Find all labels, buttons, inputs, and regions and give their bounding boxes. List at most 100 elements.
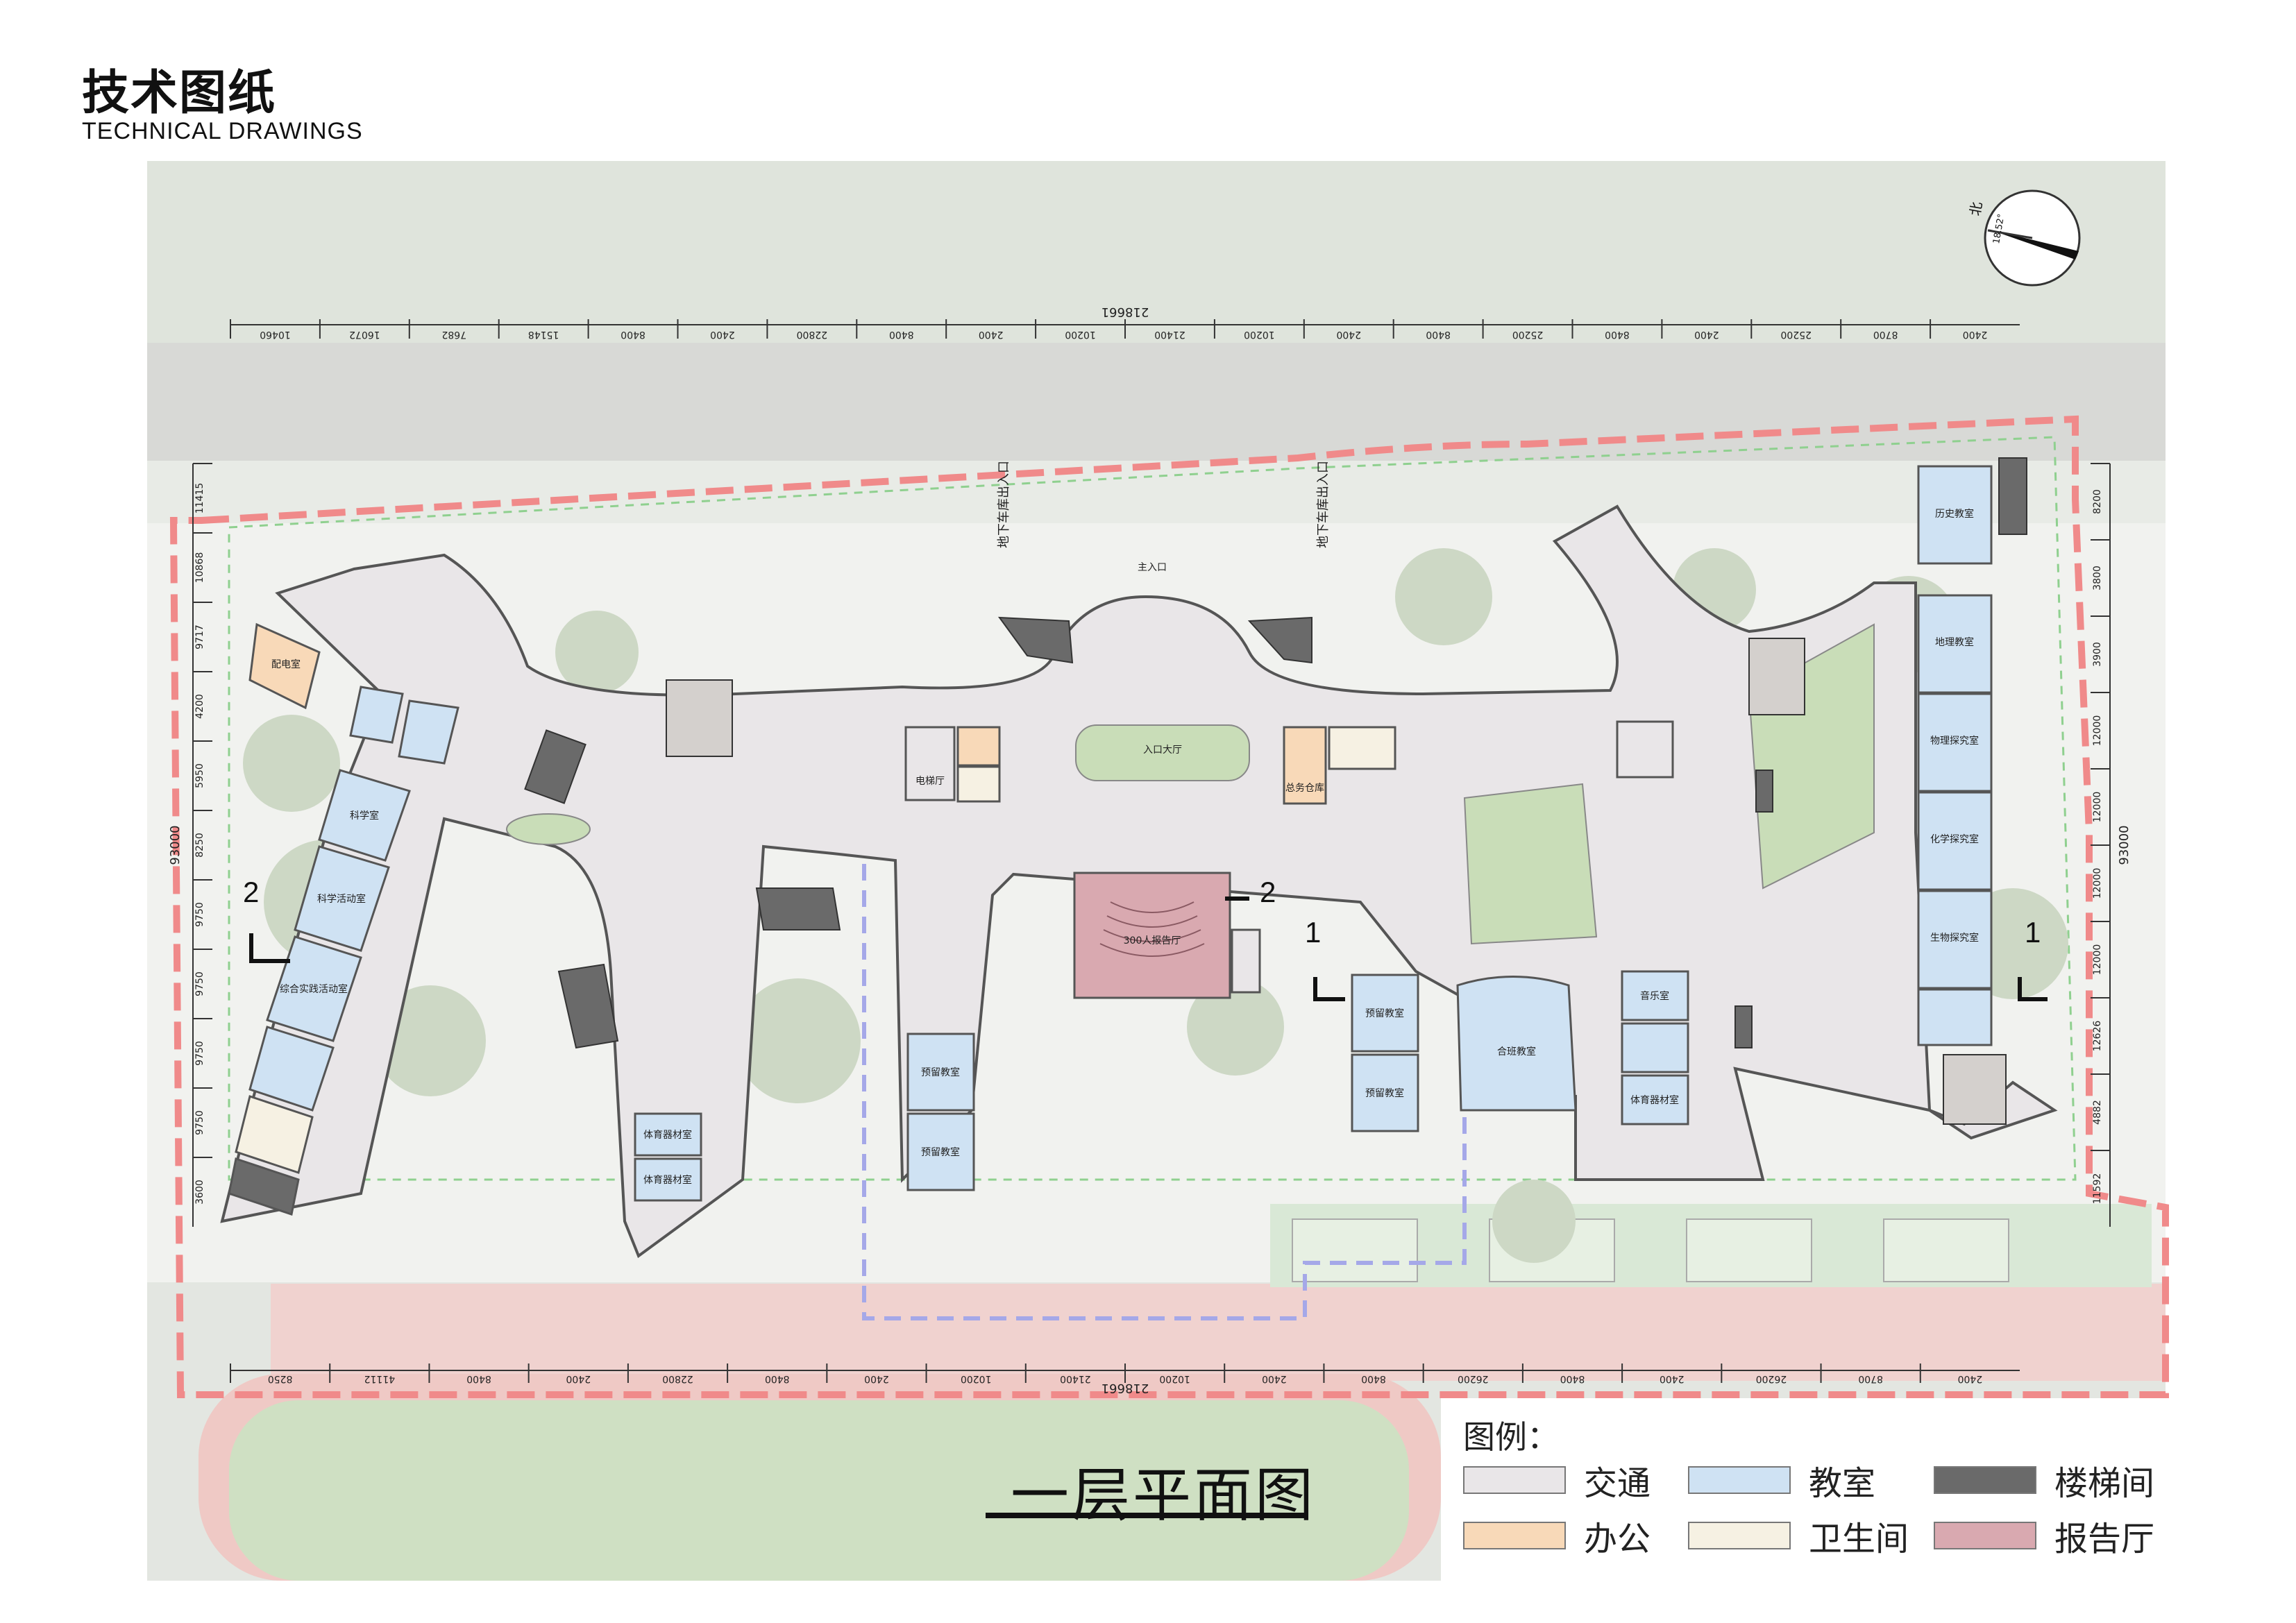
left-dim-label: 9750 (194, 971, 205, 996)
right-dim-label: 12000 (2092, 792, 2103, 823)
classroom-c6 (1621, 1022, 1689, 1073)
legend-swatch-stairwell (1934, 1466, 2036, 1494)
bottom-dim-label: 22800 (662, 1373, 693, 1384)
top-dim-label: 16072 (349, 329, 380, 340)
plan-name-underline (986, 1513, 1305, 1518)
top-dim-label: 2400 (1963, 329, 1988, 340)
north-sidewalk (147, 461, 2166, 523)
label-geography: 地理教室 (1935, 636, 1974, 648)
label-chemistry: 化学探究室 (1930, 833, 1979, 845)
central-classrooms (634, 970, 1689, 1202)
page-subtitle: TECHNICAL DRAWINGS (82, 118, 363, 144)
right-dimension-labels: 8200380039001200012000120001200012626488… (2091, 463, 2110, 1204)
label-garage-exit-left: 地下车库出入口 (997, 461, 1011, 548)
chemistry-room (1917, 791, 1993, 891)
office-room (248, 622, 321, 710)
right-dim-label: 12000 (2092, 868, 2103, 899)
left-dim-label: 3600 (194, 1180, 205, 1205)
legend-swatch-office (1463, 1522, 1566, 1549)
bottom-dim-label: 8400 (1361, 1373, 1386, 1384)
classroom-c4 (1351, 1053, 1419, 1132)
science-room (318, 769, 411, 862)
legend-item-auditorium: 报告厅 (1934, 1511, 2154, 1560)
label-sports-1: 体育器材室 (643, 1129, 692, 1141)
classroom-c8 (634, 1112, 702, 1157)
top-dim-label: 8400 (1605, 329, 1630, 340)
label-sports-2: 体育器材室 (643, 1174, 692, 1186)
legend-item-toilet: 卫生间 (1688, 1511, 1909, 1560)
west-lawn (506, 813, 591, 845)
north-arrow-icon (1984, 189, 2081, 287)
biology-room (1917, 890, 1993, 989)
bottom-dim-label: 10200 (961, 1373, 992, 1384)
left-total-dimension: 93000 (168, 825, 183, 865)
bottom-dim-label: 2400 (1262, 1373, 1287, 1384)
physics-room (1917, 692, 1993, 792)
bottom-dim-label: 26200 (1756, 1373, 1787, 1384)
history-room (1917, 465, 1993, 565)
green-boundary (228, 436, 2077, 1181)
left-dim-label: 9750 (194, 1041, 205, 1066)
right-dim-label: 12626 (2092, 1021, 2103, 1052)
section-mark-1-center: 1 (1305, 916, 1322, 949)
classroom-c2 (906, 1112, 975, 1191)
label-garage-exit-right: 地下车库出入口 (1316, 461, 1331, 548)
label-music: 音乐室 (1640, 990, 1669, 1002)
left-dim-label: 5950 (194, 763, 205, 788)
bottom-dim-label: 2400 (864, 1373, 889, 1384)
label-auditorium: 300人报告厅 (1124, 935, 1181, 946)
top-dim-label: 21400 (1154, 329, 1185, 340)
section-mark-1-east: 1 (2025, 916, 2041, 949)
north-vegetation (147, 161, 2166, 348)
legend-item-traffic: 交通 (1463, 1456, 1651, 1504)
auditorium (1073, 872, 1231, 999)
legend-label-toilet: 卫生间 (1809, 1520, 1909, 1558)
lecture-hall (1456, 976, 1577, 1112)
right-dim-label: 4882 (2092, 1100, 2103, 1125)
classroom-c1 (906, 1033, 975, 1112)
west-wing-rooms (228, 622, 459, 1216)
label-biology: 生物探究室 (1930, 932, 1979, 944)
label-classroom-1: 预留教室 (921, 1067, 960, 1078)
right-dim-label: 12000 (2092, 944, 2103, 976)
legend-swatch-classroom (1688, 1466, 1791, 1494)
north-angle: 18.52° (1991, 213, 2007, 245)
bottom-dim-label: 2400 (566, 1373, 591, 1384)
label-elevator-hall: 电梯厅 (915, 776, 945, 787)
biology-prep-room (1917, 988, 1993, 1046)
page-title: 技术图纸 (82, 66, 277, 121)
top-dim-label: 10460 (260, 329, 291, 340)
geography-room (1917, 594, 1993, 694)
classroom-w3 (248, 1026, 335, 1112)
court-1 (1292, 1218, 1418, 1282)
top-dim-label: 25200 (1512, 329, 1544, 340)
top-dim-label: 2400 (979, 329, 1004, 340)
bottom-dim-label: 26200 (1458, 1373, 1489, 1384)
legend-item-office: 办公 (1463, 1511, 1651, 1560)
bottom-dim-label: 2400 (1958, 1373, 1983, 1384)
bottom-dim-label: 21400 (1060, 1373, 1091, 1384)
top-dim-label: 2400 (710, 329, 735, 340)
label-office: 配电室 (271, 658, 301, 670)
legend-item-stairwell: 楼梯间 (1934, 1456, 2154, 1504)
comprehensive-room (266, 935, 362, 1042)
classroom-c5 (1621, 970, 1689, 1021)
stair-w1 (228, 1157, 300, 1216)
classroom-w1 (349, 686, 404, 744)
classroom-c3 (1351, 974, 1419, 1053)
toilet-w (235, 1095, 314, 1174)
court-4 (1883, 1218, 2009, 1282)
label-lecture-hall: 合班教室 (1497, 1046, 1536, 1057)
section-mark-2-center: 2 (1260, 876, 1276, 908)
bottom-dim-label: 8400 (466, 1373, 491, 1384)
section-mark-2-west: 2 (243, 876, 260, 908)
left-dim-label: 8250 (194, 833, 205, 858)
label-entrance-hall: 入口大厅 (1143, 745, 1182, 756)
legend-swatch-traffic (1463, 1466, 1566, 1494)
top-dim-label: 8400 (889, 329, 914, 340)
label-comprehensive: 综合实践活动室 (280, 983, 348, 995)
label-sports-3: 体育器材室 (1630, 1094, 1679, 1106)
legend-swatch-auditorium (1934, 1522, 2036, 1549)
football-field (229, 1400, 1409, 1581)
